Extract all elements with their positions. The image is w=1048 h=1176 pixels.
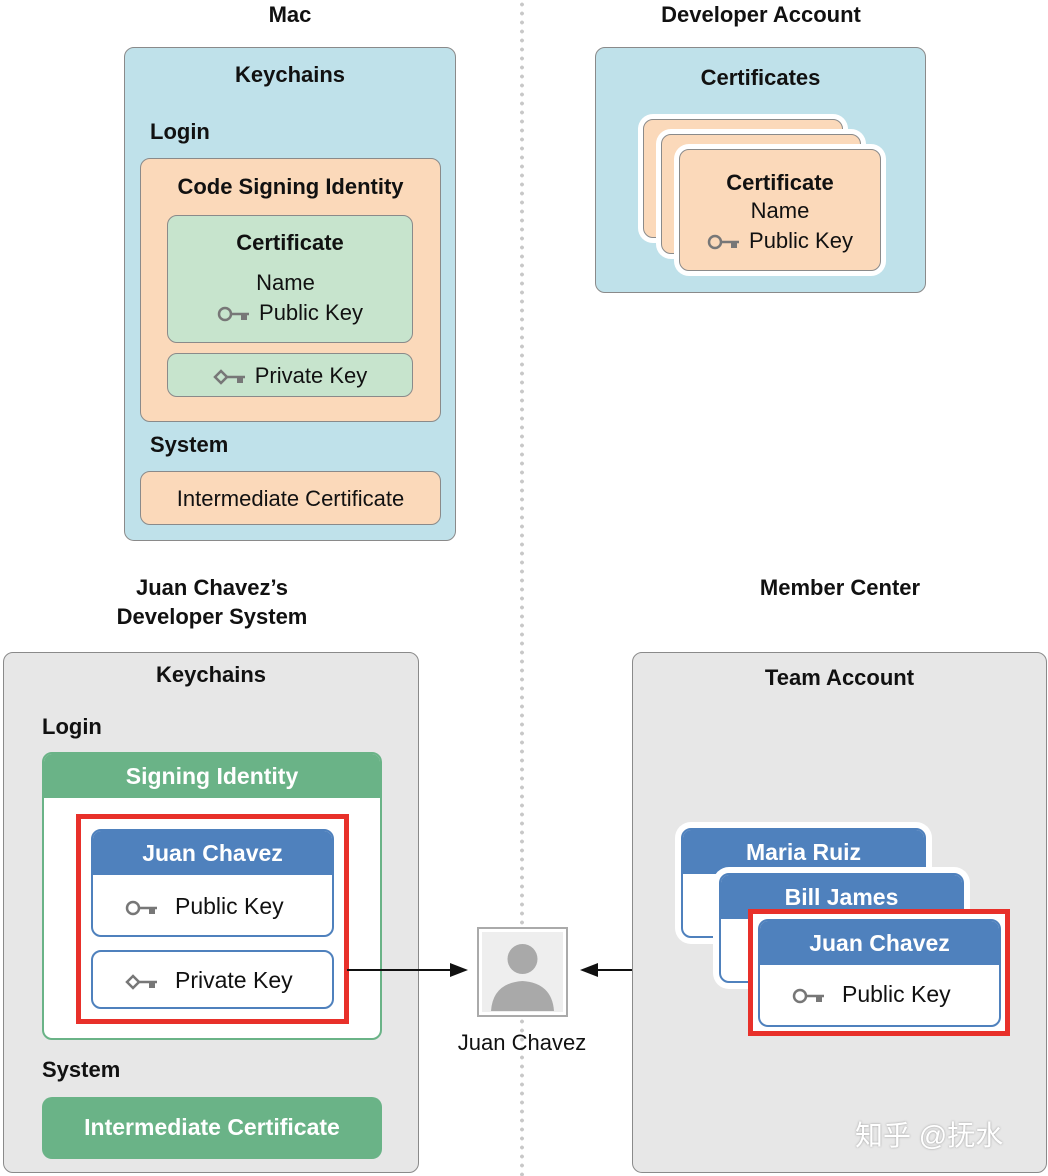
- developer-system-title: Juan Chavez’s: [135, 575, 289, 600]
- public-key-row: Public Key: [117, 893, 284, 920]
- system-label: System: [150, 432, 229, 457]
- mac-box: Keychains Login Code Signing Identity Ce…: [124, 47, 456, 541]
- name-label: Name: [256, 270, 315, 295]
- private-key-box: Private Key: [167, 353, 413, 397]
- person-label: Juan Chavez: [457, 1030, 587, 1055]
- system-label: System: [42, 1057, 121, 1082]
- divider-line: [520, 0, 524, 1176]
- arrowhead-icon: [450, 963, 468, 977]
- keychains-label: Keychains: [234, 62, 346, 87]
- juan-chavez-card: Juan Chavez Public Key: [91, 829, 334, 937]
- public-key-label: Public Key: [842, 981, 951, 1007]
- watermark: 知乎 @抚水: [855, 1120, 1004, 1151]
- signing-identity-label: Signing Identity: [44, 754, 380, 798]
- login-label: Login: [42, 714, 102, 739]
- member-center-title: Member Center: [759, 575, 921, 600]
- certificate-label: Certificate: [236, 230, 344, 255]
- intermediate-certificate-label: Intermediate Certificate: [84, 1114, 340, 1140]
- team-account-box: Team Account Maria Ruiz Bill James Juan …: [632, 652, 1047, 1173]
- intermediate-certificate-box: Intermediate Certificate: [42, 1097, 382, 1159]
- public-key-row: Public Key: [784, 981, 951, 1008]
- certificate-card-front: Certificate Name Public Key: [679, 149, 881, 271]
- intermediate-certificate-label: Intermediate Certificate: [176, 486, 405, 511]
- developer-account-box: Certificates Certificate Name Public Key: [595, 47, 926, 293]
- public-key-icon: [707, 234, 741, 250]
- public-key-row: Public Key: [168, 300, 412, 326]
- public-key-label: Public Key: [749, 228, 853, 253]
- name-label: Name: [750, 198, 810, 223]
- card-name: Maria Ruiz: [683, 830, 924, 874]
- intermediate-certificate-box: Intermediate Certificate: [140, 471, 441, 525]
- public-key-label: Public Key: [175, 893, 284, 919]
- public-key-label: Public Key: [259, 300, 363, 325]
- private-key-row: Private Key: [168, 363, 412, 389]
- card-name: Juan Chavez: [760, 921, 999, 965]
- team-account-label: Team Account: [764, 665, 915, 690]
- private-key-label: Private Key: [175, 967, 293, 993]
- developer-system-box: Keychains Login Signing Identity Juan Ch…: [3, 652, 419, 1173]
- certificate-box: Certificate Name Public Key: [167, 215, 413, 343]
- person-avatar-icon: [477, 927, 568, 1017]
- arrow-to-person: [347, 969, 452, 971]
- private-key-card: Private Key: [91, 950, 334, 1009]
- arrowhead-icon: [580, 963, 598, 977]
- juan-chavez-card: Juan Chavez Public Key: [758, 919, 1001, 1027]
- code-signing-identity-label: Code Signing Identity: [177, 174, 404, 199]
- private-key-row: Private Key: [117, 967, 293, 994]
- card-name: Juan Chavez: [93, 831, 332, 875]
- login-label: Login: [150, 119, 210, 144]
- developer-system-subtitle: Developer System: [116, 604, 308, 629]
- public-key-icon: [125, 900, 159, 916]
- code-signing-identity-box: Code Signing Identity Certificate Name P…: [140, 158, 441, 422]
- mac-title: Mac: [268, 2, 312, 27]
- private-key-icon: [213, 369, 246, 385]
- developer-account-title: Developer Account: [661, 2, 861, 27]
- keychains-label: Keychains: [155, 662, 267, 687]
- public-key-icon: [792, 988, 826, 1004]
- public-key-row: Public Key: [680, 228, 880, 254]
- public-key-icon: [217, 306, 251, 322]
- private-key-label: Private Key: [254, 363, 368, 388]
- certificates-label: Certificates: [700, 65, 821, 90]
- certificate-label: Certificate: [726, 170, 834, 195]
- highlight-box: [76, 814, 349, 1024]
- private-key-icon: [125, 974, 159, 990]
